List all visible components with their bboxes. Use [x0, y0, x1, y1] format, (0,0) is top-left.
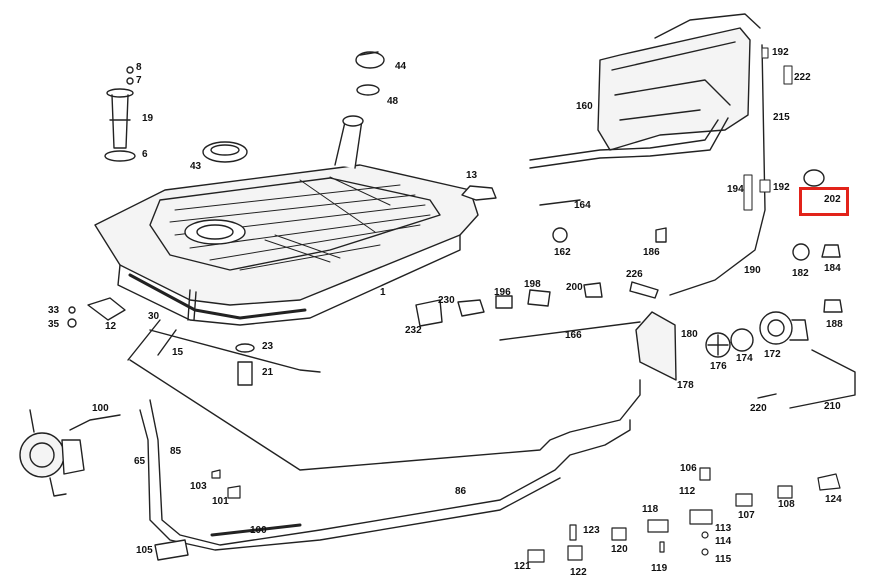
part-label: 178	[677, 380, 694, 391]
part-label: 108	[778, 499, 795, 510]
bracket-part	[461, 185, 497, 201]
part-label: 121	[514, 561, 531, 572]
part-label: 190	[744, 265, 761, 276]
part-label: 198	[524, 279, 541, 290]
part-label: 113	[715, 523, 732, 534]
part-label: 222	[794, 72, 811, 83]
part-label: 12	[105, 321, 117, 332]
fuel-lines	[69, 329, 641, 551]
hose-sleeves	[743, 47, 793, 211]
part-label: 43	[190, 161, 202, 172]
part-label: 215	[773, 112, 790, 123]
part-label: 1	[380, 287, 386, 298]
fuel-sender-part	[104, 66, 136, 162]
part-label: 192	[772, 47, 789, 58]
part-label: 105	[136, 545, 153, 556]
part-label: 103	[190, 481, 207, 492]
part-label: 174	[736, 353, 753, 364]
part-label: 200	[566, 282, 583, 293]
part-label: 210	[824, 401, 841, 412]
part-label: 15	[172, 347, 184, 358]
part-label: 180	[681, 329, 698, 340]
part-label: 184	[824, 263, 841, 274]
pin-220	[757, 393, 777, 399]
part-label: 65	[134, 456, 146, 467]
part-label: 85	[170, 446, 182, 457]
part-label: 115	[715, 554, 732, 565]
part-label: 19	[142, 113, 154, 124]
part-label: 21	[262, 367, 274, 378]
small-plate	[67, 297, 126, 328]
part-label: 106	[680, 463, 697, 474]
fuel-tank	[94, 115, 479, 326]
part-label: 226	[626, 269, 643, 280]
part-label: 23	[262, 341, 274, 352]
part-label: 186	[643, 247, 660, 258]
part-label: 188	[826, 319, 843, 330]
part-label: 44	[395, 61, 407, 72]
part-label: 182	[792, 268, 809, 279]
part-label: 112	[679, 486, 696, 497]
part-label: 194	[727, 184, 744, 195]
part-label: 196	[494, 287, 511, 298]
part-label: 35	[48, 319, 60, 330]
part-label: 30	[148, 311, 160, 322]
grommet-part	[803, 169, 825, 187]
part-label: 124	[825, 494, 842, 505]
part-label: 166	[565, 330, 582, 341]
part-label: 118	[642, 504, 659, 515]
part-label: 100	[250, 525, 267, 536]
part-label: 86	[455, 486, 467, 497]
highlight-box	[799, 187, 849, 216]
reservoir-tank	[529, 13, 761, 169]
part-label: 8	[136, 62, 142, 73]
part-label: 220	[750, 403, 767, 414]
part-label: 33	[48, 305, 60, 316]
fuel-pump	[19, 409, 189, 561]
part-label: 122	[570, 567, 587, 578]
part-label: 100	[92, 403, 109, 414]
line-210	[789, 349, 856, 409]
clip-parts	[211, 467, 841, 563]
part-label: 119	[651, 563, 668, 574]
part-label: 202	[824, 194, 841, 205]
part-label: 107	[738, 510, 755, 521]
filter-assembly	[635, 311, 809, 381]
part-label: 7	[136, 75, 142, 86]
cap-and-seals	[202, 51, 385, 163]
part-label: 48	[387, 96, 399, 107]
part-label: 120	[611, 544, 628, 555]
part-label: 6	[142, 149, 148, 160]
part-label: 101	[212, 496, 229, 507]
drain-plug	[235, 343, 255, 386]
part-label: 13	[466, 170, 478, 181]
part-label: 192	[773, 182, 790, 193]
part-label: 172	[764, 349, 781, 360]
fittings	[415, 199, 843, 327]
part-label: 176	[710, 361, 727, 372]
studs	[127, 319, 177, 361]
part-label: 123	[583, 525, 600, 536]
part-label: 162	[554, 247, 571, 258]
part-label: 164	[574, 200, 591, 211]
part-label: 114	[715, 536, 732, 547]
hose-line	[669, 44, 766, 296]
fuel-line	[499, 321, 641, 341]
part-label: 232	[405, 325, 422, 336]
part-label: 230	[438, 295, 455, 306]
part-label: 160	[576, 101, 593, 112]
